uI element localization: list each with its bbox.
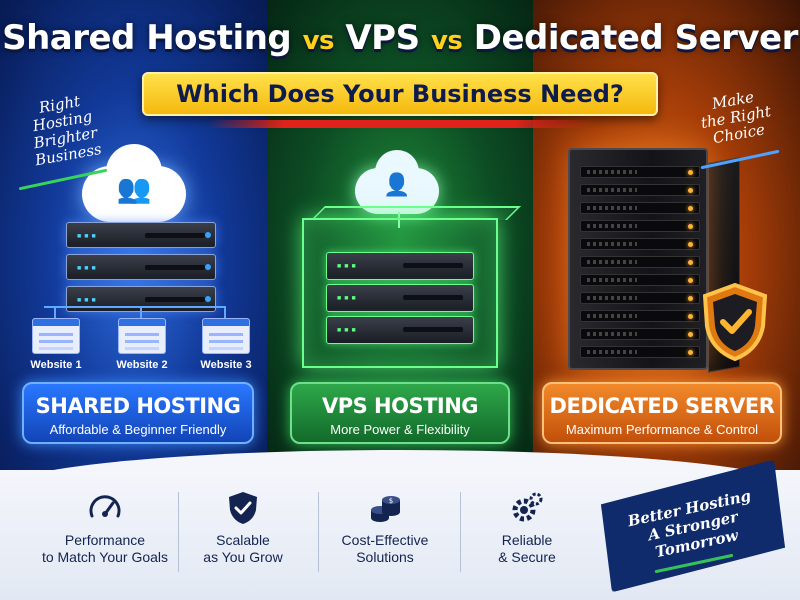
vps-server-rack: ■■■ [326, 316, 474, 344]
title-dedicated: Dedicated Server [473, 18, 799, 58]
title-shared: Shared Hosting [2, 18, 292, 58]
website-window-icon [118, 318, 166, 354]
title-vps: VPS [345, 18, 420, 58]
feature-scalable: Scalable as You Grow [168, 490, 318, 566]
website-window-icon [32, 318, 80, 354]
network-connector [44, 306, 224, 308]
feature-subtitle: Solutions [356, 549, 414, 565]
cloud-link-line [398, 212, 400, 228]
drive-bay [580, 346, 700, 358]
feature-title: Cost-Effective [341, 532, 429, 548]
divider [460, 492, 461, 572]
plan-name: VPS HOSTING [321, 394, 479, 418]
drive-bay [580, 274, 700, 286]
drive-bay [580, 184, 700, 196]
divider [318, 492, 319, 572]
feature-title: Performance [64, 532, 146, 548]
speedometer-icon [89, 495, 121, 518]
network-connector [140, 306, 142, 318]
plan-name: SHARED HOSTING [35, 394, 241, 418]
users-cloud-icon: 👥 [82, 144, 186, 222]
divider [178, 492, 179, 572]
shared-hosting-card[interactable]: SHARED HOSTING Affordable & Beginner Fri… [22, 382, 254, 444]
feature-performance: Performance to Match Your Goals [30, 490, 180, 566]
server-rack: ■■■ [66, 254, 216, 280]
plan-description: Maximum Performance & Control [565, 422, 759, 437]
title-vs-2: vs [430, 26, 463, 56]
plan-name: DEDICATED SERVER [549, 394, 775, 418]
red-swoosh-decoration [206, 120, 594, 128]
feature-subtitle: to Match Your Goals [41, 549, 169, 565]
vps-server-rack: ■■■ [326, 252, 474, 280]
dedicated-server-card[interactable]: DEDICATED SERVER Maximum Performance & C… [542, 382, 782, 444]
website-label: Website 1 [30, 359, 82, 371]
website-label: Website 3 [200, 359, 252, 371]
coins-icon: $ [371, 496, 400, 522]
plan-description: More Power & Flexibility [330, 422, 470, 437]
drive-bay [580, 328, 700, 340]
title-vs-1: vs [302, 26, 335, 56]
svg-text:$: $ [389, 497, 393, 505]
website-window-icon [202, 318, 250, 354]
vps-server-rack: ■■■ [326, 284, 474, 312]
plan-description: Affordable & Beginner Friendly [49, 422, 227, 437]
subtitle: Which Does Your Business Need? [176, 80, 624, 108]
security-shield-icon [700, 282, 770, 362]
page-title: Shared Hosting vs VPS vs Dedicated Serve… [0, 18, 800, 58]
server-rack: ■■■ [66, 222, 216, 248]
drive-bay [580, 292, 700, 304]
drive-bay [580, 238, 700, 250]
website-label: Website 2 [116, 359, 168, 371]
drive-bay [580, 166, 700, 178]
network-connector [54, 306, 56, 318]
feature-subtitle: & Secure [498, 549, 556, 565]
drive-bay [580, 220, 700, 232]
vps-hosting-card[interactable]: VPS HOSTING More Power & Flexibility [290, 382, 510, 444]
drive-bay [580, 256, 700, 268]
network-connector [224, 306, 226, 318]
shield-check-icon [229, 492, 257, 524]
user-cloud-icon: 👤 [355, 150, 439, 214]
drive-bay [580, 202, 700, 214]
feature-title: Reliable [501, 532, 553, 548]
feature-title: Scalable [216, 532, 270, 548]
gear-icon [512, 492, 543, 522]
user-icon: 👤 [383, 172, 411, 197]
server-tower [568, 148, 708, 370]
feature-cost-effective: $ Cost-Effective Solutions [310, 490, 460, 566]
users-icon: 👥 [116, 173, 152, 204]
feature-subtitle: as You Grow [203, 549, 283, 565]
subtitle-banner: Which Does Your Business Need? [142, 72, 658, 116]
drive-bay [580, 310, 700, 322]
feature-reliable: Reliable & Secure [452, 490, 602, 566]
